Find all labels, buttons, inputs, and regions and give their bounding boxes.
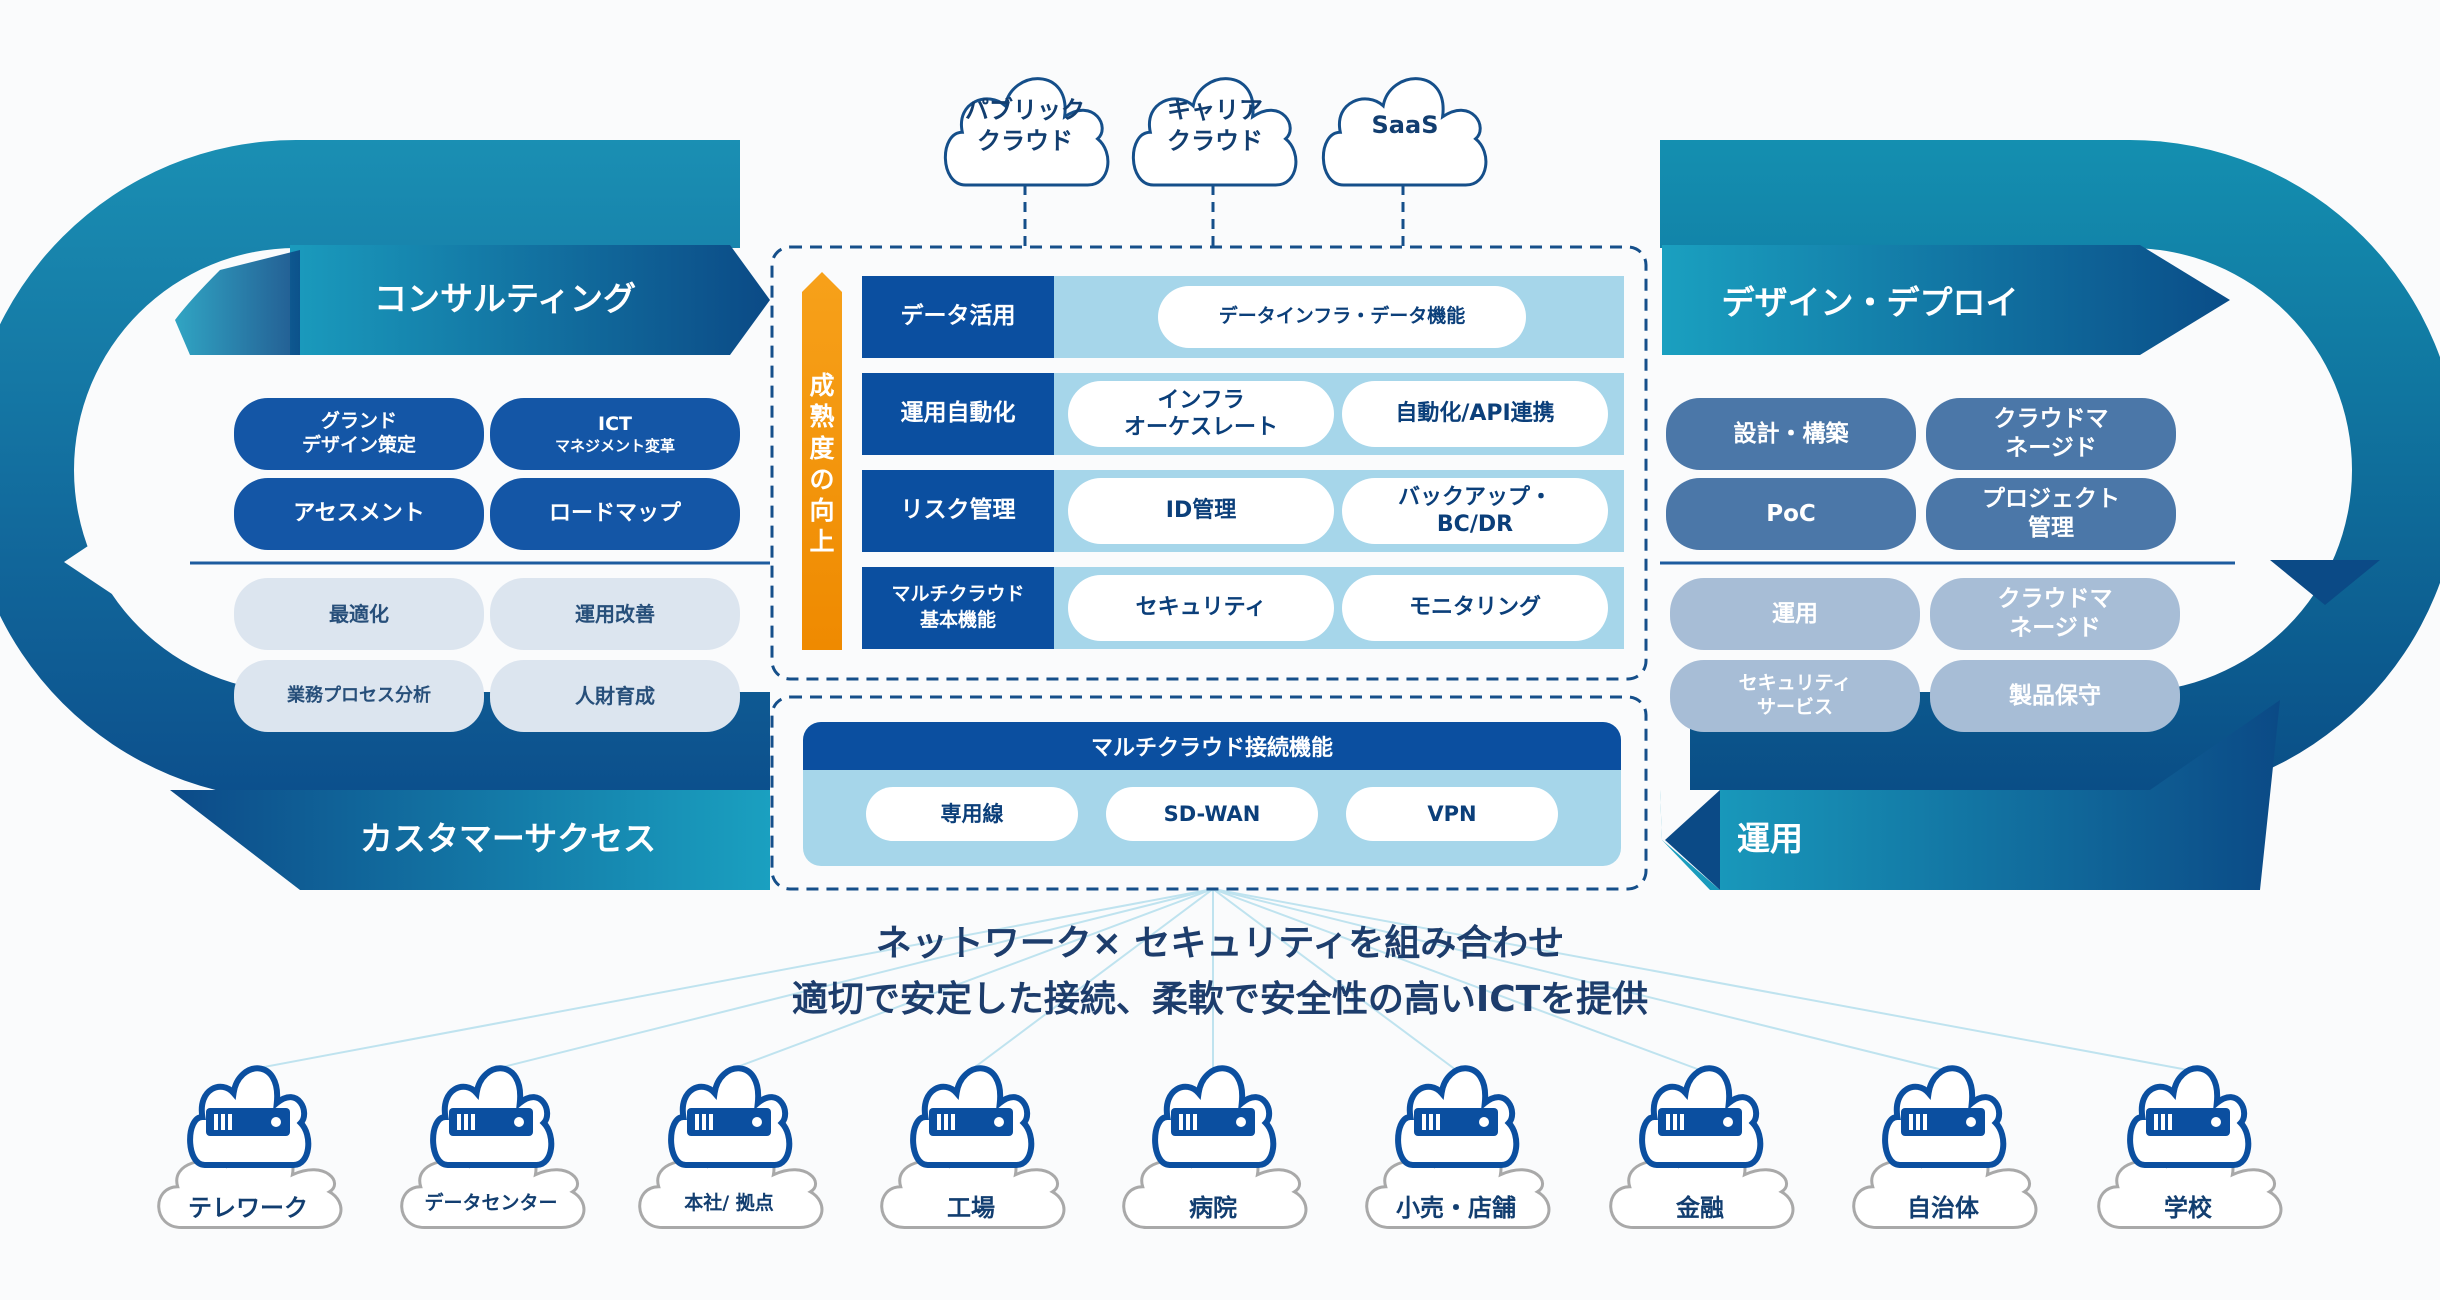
maturity-arrow xyxy=(802,272,842,650)
top-clouds xyxy=(943,77,1488,187)
server-icon xyxy=(687,1108,771,1136)
backup-bcdr-pill: バックアップ・ BC/DR xyxy=(1342,478,1608,544)
tagline-2: 適切で安定した接続、柔軟で安全性の高いICTを提供 xyxy=(791,979,1649,1020)
operation-pill: 運用 xyxy=(1670,578,1920,650)
design-build-button: 設計・構築 xyxy=(1666,398,1916,470)
endpoint-label: 学校 xyxy=(2164,1194,2212,1222)
endpoint-label: 工場 xyxy=(947,1194,995,1222)
endpoint-label: 自治体 xyxy=(1907,1194,1979,1222)
design-deploy-band xyxy=(1662,245,2230,355)
automation-api-pill: 自動化/API連携 xyxy=(1342,381,1608,447)
endpoint-clouds xyxy=(157,1065,2283,1229)
public-cloud-label: パブリック クラウド xyxy=(965,96,1085,156)
saas-cloud-label: SaaS xyxy=(1371,111,1439,139)
design-deploy-title: デザイン・デプロイ xyxy=(1722,283,2019,322)
row-risk-management-label: リスク管理 xyxy=(862,470,1054,552)
id-management-pill: ID管理 xyxy=(1068,478,1334,544)
monitoring-pill: モニタリング xyxy=(1342,575,1608,641)
ict-title: ICT xyxy=(598,412,632,435)
endpoint-label: 金融 xyxy=(1676,1194,1724,1222)
connectivity-panel-frame xyxy=(770,695,1648,891)
server-icon xyxy=(1901,1108,1985,1136)
endpoint-label: 本社/ 拠点 xyxy=(684,1192,774,1214)
server-icon xyxy=(929,1108,1013,1136)
product-maintenance-button: 製品保守 xyxy=(1930,660,2180,732)
assessment-button: アセスメント xyxy=(234,478,484,550)
business-process-analysis-button: 業務プロセス分析 xyxy=(234,660,484,732)
endpoint-label: 病院 xyxy=(1189,1194,1237,1222)
roadmap-button: ロードマップ xyxy=(490,478,740,550)
top-cloud-1 xyxy=(1131,77,1298,187)
endpoint-label: データセンター xyxy=(424,1192,558,1214)
project-management-button: プロジェクト 管理 xyxy=(1926,478,2176,550)
poc-button: PoC xyxy=(1666,478,1916,550)
ict-subtitle: マネジメント変革 xyxy=(554,436,675,455)
operation-title: 運用 xyxy=(1737,819,1803,858)
cloud-managed-button-1: クラウドマ ネージド xyxy=(1926,398,2176,470)
tagline-1: ネットワーク× セキュリティを組み合わせ xyxy=(875,923,1565,964)
row-ops-automation-label: 運用自動化 xyxy=(862,373,1054,455)
grand-design-button: グランド デザイン策定 xyxy=(234,398,484,470)
customer-success-title: カスタマーサクセス xyxy=(360,819,656,858)
server-icon xyxy=(1414,1108,1498,1136)
server-icon xyxy=(1171,1108,1255,1136)
optimization-button: 最適化 xyxy=(234,578,484,650)
consulting-band xyxy=(290,245,770,355)
vpn-pill: VPN xyxy=(1346,787,1558,841)
dedicated-line-pill: 専用線 xyxy=(866,787,1078,841)
operation-band xyxy=(1660,700,2280,890)
security-service-button: セキュリティ サービス xyxy=(1670,660,1920,732)
fan-line xyxy=(970,888,1214,1071)
fan-line xyxy=(728,888,1214,1071)
maturity-panel-frame xyxy=(770,245,1648,681)
server-icon xyxy=(1658,1108,1742,1136)
fan-line xyxy=(1212,888,1944,1071)
endpoint-label: テレワーク xyxy=(188,1194,308,1222)
fan-line xyxy=(1212,888,1457,1071)
top-cloud-0 xyxy=(943,77,1110,187)
server-icon xyxy=(206,1108,290,1136)
sd-wan-pill: SD-WAN xyxy=(1106,787,1318,841)
server-icon xyxy=(2146,1108,2230,1136)
right-loop-arc xyxy=(1660,140,2440,800)
fan-line xyxy=(490,888,1214,1071)
security-pill: セキュリティ xyxy=(1068,575,1334,641)
talent-development-button: 人財育成 xyxy=(490,660,740,732)
row-data-utilization-label: データ活用 xyxy=(862,276,1054,358)
endpoint-label: 小売・店舗 xyxy=(1396,1194,1516,1222)
fan-line xyxy=(1212,888,2189,1071)
connection-fan xyxy=(247,888,2189,1071)
fan-line xyxy=(1212,888,1701,1071)
data-infra-pill: データインフラ・データ機能 xyxy=(1158,286,1526,348)
maturity-label: 成 熟 度 の 向 上 xyxy=(809,371,835,557)
row-multicloud-basic-label: マルチクラウド 基本機能 xyxy=(862,567,1054,649)
top-cloud-2 xyxy=(1321,77,1488,187)
cloud-managed-button-2: クラウドマ ネージド xyxy=(1930,578,2180,650)
server-icon xyxy=(449,1108,533,1136)
consulting-title: コンサルティング xyxy=(374,279,636,318)
left-loop-arc xyxy=(0,140,770,800)
operation-improvement-button: 運用改善 xyxy=(490,578,740,650)
infra-orchestration-pill: インフラ オーケスレート xyxy=(1068,381,1334,447)
carrier-cloud-label: キャリア クラウド xyxy=(1167,96,1263,156)
connectivity-title: マルチクラウド接続機能 xyxy=(803,722,1621,770)
fan-line xyxy=(247,888,1214,1071)
customer-success-band xyxy=(170,790,770,890)
